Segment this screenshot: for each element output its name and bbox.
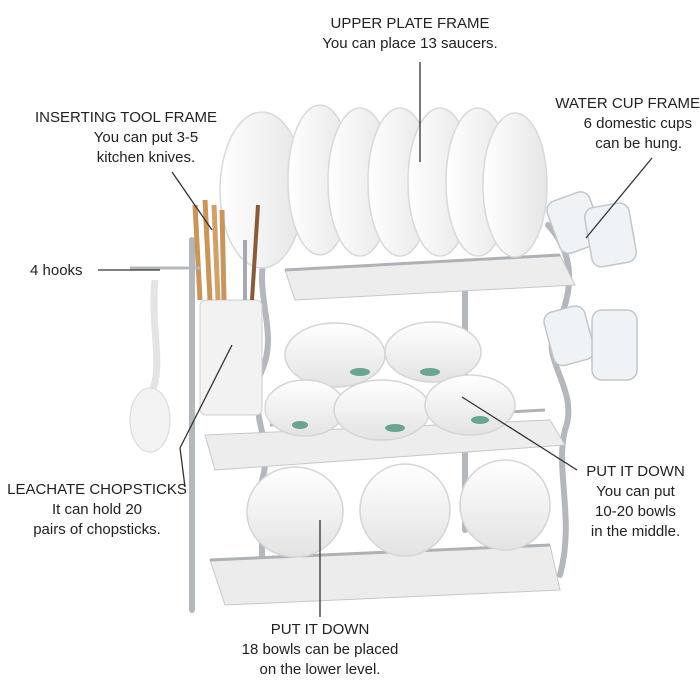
put-lower-annotation: PUT IT DOWN 18 bowls can be placed on th… xyxy=(210,620,430,680)
hook-rail xyxy=(129,266,200,453)
leachate-annotation: LEACHATE CHOPSTICKS It can hold 20 pairs… xyxy=(4,480,190,540)
utensil-holder xyxy=(192,199,263,416)
upper-plates xyxy=(219,104,548,269)
water-cup-line1: 6 domestic cups xyxy=(583,115,692,132)
put-middle-line1: You can put xyxy=(596,483,675,500)
leader-lines xyxy=(98,62,653,617)
upper-plate-title: UPPER PLATE FRAME xyxy=(330,15,490,32)
upper-plate-text: You can place 13 saucers. xyxy=(322,35,498,52)
inserting-tool-line1: You can put 3-5 xyxy=(93,129,199,146)
hooks-text: 4 hooks xyxy=(30,262,83,279)
leachate-line2: pairs of chopsticks. xyxy=(33,521,161,538)
put-lower-title: PUT IT DOWN xyxy=(270,621,370,638)
upper-plate-annotation: UPPER PLATE FRAME You can place 13 sauce… xyxy=(270,14,550,54)
put-lower-line1: 18 bowls can be placed xyxy=(241,641,399,658)
water-cup-line2: can be hung. xyxy=(595,135,682,152)
water-cup-title: WATER CUP FRAME xyxy=(555,95,700,112)
leachate-title: LEACHATE CHOPSTICKS xyxy=(7,481,187,498)
upper-shelf xyxy=(284,253,576,301)
water-cup-annotation: WATER CUP FRAME 6 domestic cups can be h… xyxy=(545,94,700,154)
leachate-line1: It can hold 20 xyxy=(51,501,143,518)
hooks-annotation: 4 hooks xyxy=(30,261,100,281)
put-middle-line2: 10-20 bowls xyxy=(595,503,676,520)
put-middle-title: PUT IT DOWN xyxy=(586,463,685,480)
inserting-tool-annotation: INSERTING TOOL FRAME You can put 3-5 kit… xyxy=(20,108,232,168)
hanging-cups xyxy=(543,191,638,381)
put-middle-line3: in the middle. xyxy=(590,523,681,540)
inserting-tool-title: INSERTING TOOL FRAME xyxy=(35,109,217,126)
put-middle-annotation: PUT IT DOWN You can put 10-20 bowls in t… xyxy=(573,462,698,542)
inserting-tool-line2: kitchen knives. xyxy=(96,149,196,166)
lower-bowls xyxy=(246,459,551,558)
put-lower-line2: on the lower level. xyxy=(259,661,381,678)
